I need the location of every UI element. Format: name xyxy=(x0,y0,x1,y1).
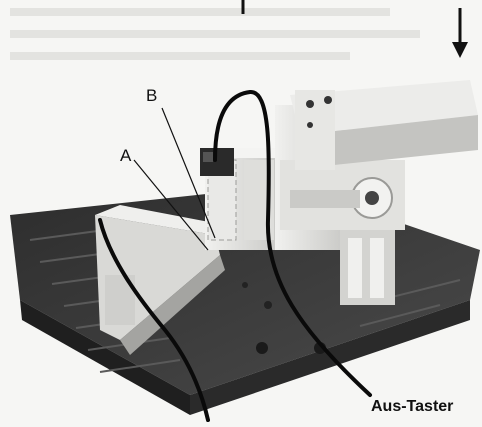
label-off-switch: Aus-Taster xyxy=(371,398,454,415)
label-a: A xyxy=(120,146,132,165)
label-b: B xyxy=(146,86,158,105)
arrow-down-icon xyxy=(241,0,468,58)
background-text-lines xyxy=(10,8,420,60)
cables xyxy=(98,90,372,422)
label-pointers xyxy=(133,107,216,251)
upper-arm xyxy=(290,80,478,170)
